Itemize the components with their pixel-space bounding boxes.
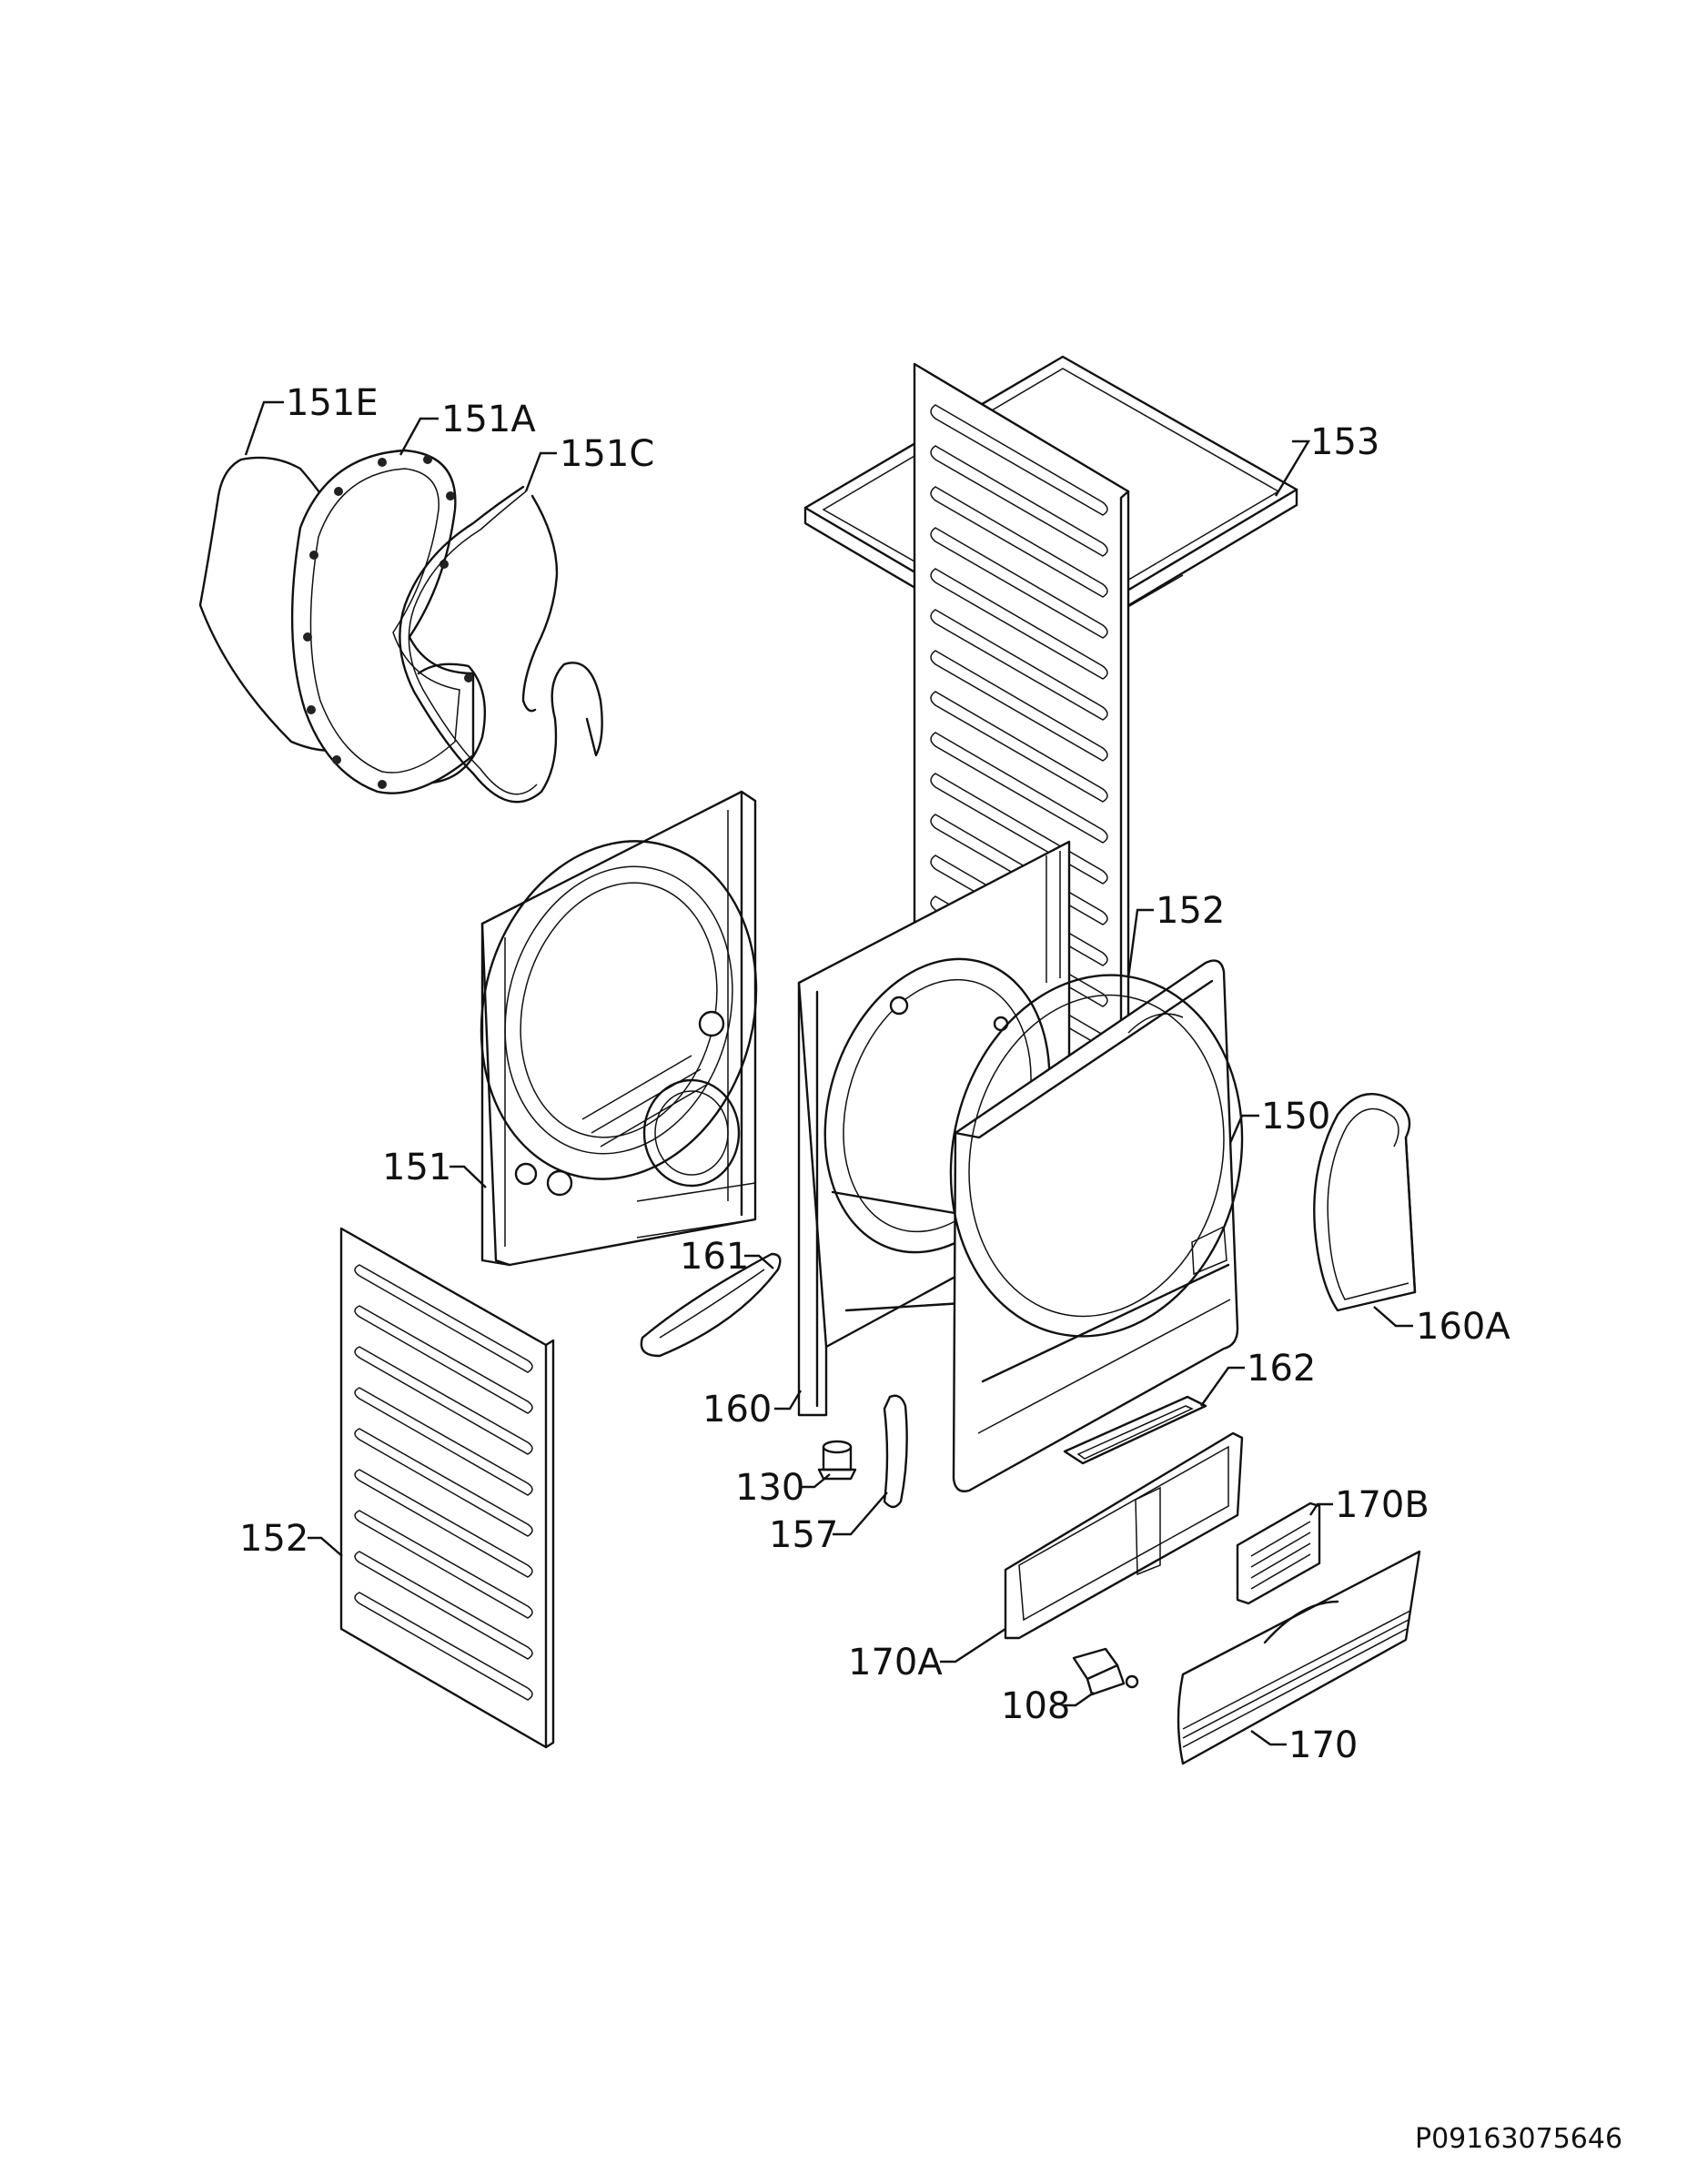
leader-153 xyxy=(1274,440,1311,497)
label-170: 170 xyxy=(1288,1724,1358,1766)
label-152-bottom: 152 xyxy=(239,1518,308,1560)
part-108-switch xyxy=(1072,1647,1139,1696)
drawing-code: P09163075646 xyxy=(1415,2123,1622,2155)
leader-160 xyxy=(774,1390,803,1410)
part-170B-filter-grille xyxy=(1236,1502,1321,1605)
label-151A: 151A xyxy=(441,399,536,440)
label-151E: 151E xyxy=(286,382,379,424)
part-130-foot-screw xyxy=(817,1440,857,1481)
part-161-handle-trim xyxy=(640,1252,782,1358)
label-153: 153 xyxy=(1310,421,1379,463)
part-170-kick-plate xyxy=(1177,1550,1421,1765)
part-151A-rear-bearing-housing xyxy=(290,449,487,794)
label-161: 161 xyxy=(680,1236,749,1278)
leader-160A xyxy=(1373,1306,1413,1328)
label-170A: 170A xyxy=(848,1642,943,1684)
leader-lines xyxy=(244,400,1413,1746)
part-152-side-panel-lower xyxy=(339,1227,555,1749)
label-157: 157 xyxy=(769,1514,838,1556)
callout-labels: 151E 151A 151C 153 152 151 150 161 160A … xyxy=(239,382,1510,1766)
leader-151C xyxy=(524,451,557,492)
leader-151 xyxy=(450,1165,487,1188)
label-162: 162 xyxy=(1247,1348,1316,1390)
leader-108 xyxy=(1063,1692,1095,1707)
leader-151A xyxy=(399,417,439,456)
part-160A-door-seal xyxy=(1313,1093,1417,1312)
leader-170 xyxy=(1250,1730,1287,1746)
leader-130 xyxy=(801,1473,831,1489)
leader-170B xyxy=(1309,1502,1333,1516)
part-170A-kick-plate-frame xyxy=(1004,1431,1244,1640)
part-157-hinge-cover xyxy=(883,1394,908,1509)
leader-152-bottom xyxy=(308,1536,343,1557)
leader-161 xyxy=(744,1254,774,1269)
leader-162 xyxy=(1200,1366,1245,1407)
leader-152-top xyxy=(1126,908,1154,979)
leader-150 xyxy=(1228,1114,1259,1144)
label-170B: 170B xyxy=(1335,1484,1429,1526)
label-108: 108 xyxy=(1001,1685,1070,1727)
label-160: 160 xyxy=(702,1389,772,1431)
part-150-front-panel xyxy=(949,959,1244,1492)
label-152-top: 152 xyxy=(1156,890,1225,932)
part-151-rear-frame xyxy=(480,790,758,1267)
part-162-filter-seal xyxy=(1063,1395,1207,1465)
label-150: 150 xyxy=(1261,1096,1330,1138)
label-151: 151 xyxy=(382,1147,451,1188)
label-130: 130 xyxy=(735,1467,804,1509)
part-151C-gasket xyxy=(399,485,603,804)
label-160A: 160A xyxy=(1416,1306,1510,1348)
leader-170A xyxy=(940,1627,1006,1663)
leader-157 xyxy=(833,1491,888,1536)
label-151C: 151C xyxy=(560,433,654,475)
leader-151E xyxy=(244,400,284,456)
